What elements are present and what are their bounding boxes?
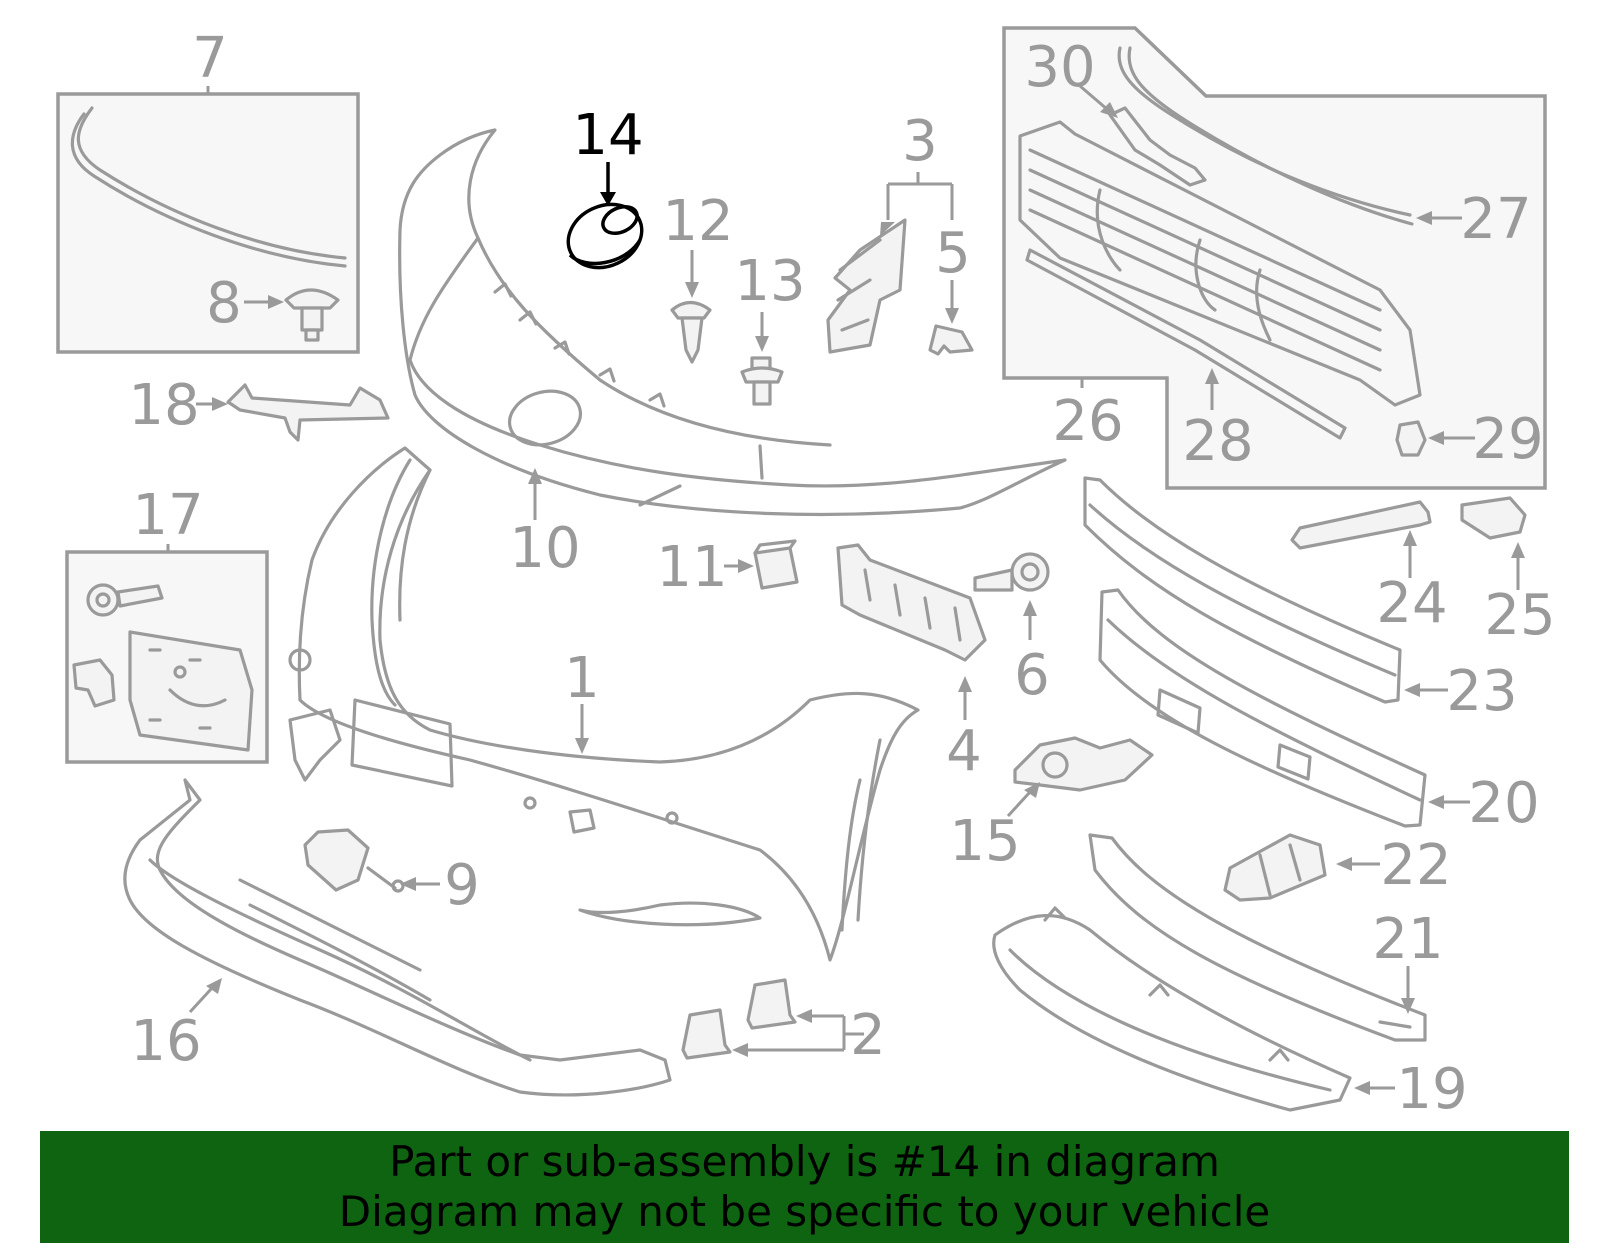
part-17-clip [72,658,116,708]
callout-12: 12 [662,189,733,254]
leader-lines [166,84,1525,1095]
callout-1: 1 [564,646,600,711]
callout-14: 14 [572,103,643,168]
callout-11: 11 [656,535,727,600]
banner-line-1: Part or sub-assembly is #14 in diagram [389,1137,1220,1186]
part-10-upper-cover [398,128,1067,517]
part-4-bracket [836,543,987,662]
group-box-26 [1002,26,1547,490]
callout-21: 21 [1372,907,1443,972]
part-16-lower-grille [123,778,672,1097]
part-11-clip [753,539,799,590]
callout-3: 3 [902,109,938,174]
callout-17: 17 [132,483,203,548]
callout-25: 25 [1484,583,1555,648]
callout-labels: 1 2 3 4 5 6 7 8 9 10 11 12 13 14 15 16 1… [128,26,1555,1122]
part-24-stay [1290,500,1432,550]
callout-24: 24 [1376,571,1447,636]
part-5-bracket [928,324,974,356]
callout-27: 27 [1460,187,1531,252]
callout-16: 16 [130,1009,201,1074]
part-23-absorber [1083,476,1402,704]
part-2-clip-a [746,978,797,1030]
callout-30: 30 [1024,35,1095,100]
part-12-clip [670,300,712,364]
part-27-seal [1117,46,1414,226]
callout-20: 20 [1468,771,1539,836]
callout-9: 9 [444,853,480,918]
callout-15: 15 [949,809,1020,874]
info-banner: Part or sub-assembly is #14 in diagram D… [40,1131,1569,1243]
callout-28: 28 [1182,409,1253,474]
part-2-clip-b [681,1008,732,1060]
callout-18: 18 [128,373,199,438]
callout-13: 13 [734,249,805,314]
callout-4: 4 [946,719,982,784]
part-26-shutter-assembly [1018,120,1422,407]
part-25-bracket [1460,496,1527,540]
part-14-cap [566,202,644,270]
part-3-bracket [826,218,907,354]
part-22-bracket [1223,833,1327,902]
callout-29: 29 [1472,407,1543,472]
callout-22: 22 [1380,833,1451,898]
callout-26: 26 [1052,389,1123,454]
part-29-clip [1395,420,1427,457]
callout-6: 6 [1014,643,1050,708]
callout-19: 19 [1396,1057,1467,1122]
part-19-lower-absorber [992,906,1352,1112]
callout-23: 23 [1446,659,1517,724]
callout-7: 7 [192,26,228,91]
part-17-plate-bracket [128,630,254,752]
part-15-bracket [1013,736,1154,792]
callout-5: 5 [935,221,971,286]
part-9-cover [303,828,405,893]
callout-10: 10 [509,516,580,581]
banner-line-2: Diagram may not be specific to your vehi… [338,1187,1271,1236]
part-8-clip [284,288,340,342]
callout-8: 8 [206,271,242,336]
part-21-lower-beam [1088,833,1427,1042]
part-28-seal [1025,248,1347,440]
part-20-reinforcement [1098,588,1427,828]
part-17-bolt [86,583,164,617]
part-6-bolt [973,552,1050,592]
part-30-actuator [1108,106,1207,187]
callout-2: 2 [850,1003,886,1068]
part-7-molding [70,106,347,268]
part-13-clip [740,356,784,406]
part-1-bumper-cover [288,446,920,962]
part-18-bracket [226,383,390,442]
